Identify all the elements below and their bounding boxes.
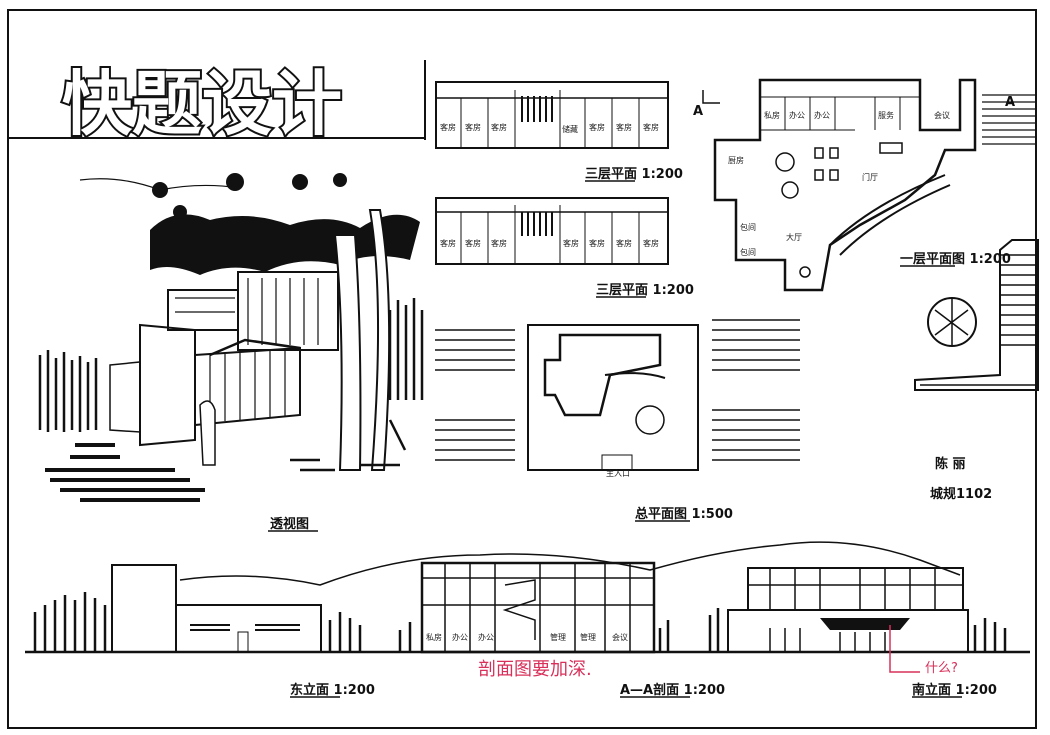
room-label: 厨房	[728, 155, 744, 165]
perspective-label: 透视图	[270, 516, 309, 532]
third-floor-plan-label: 三层平面 1:200	[585, 167, 683, 182]
east-elevation: 东立面 1:200	[33, 564, 375, 698]
red-question: 什么?	[925, 661, 958, 676]
second-floor-plan: 客房 客房 客房 客房 客房 客房 客房 三层平面 1:200	[435, 197, 694, 298]
landscape-area	[914, 239, 1039, 391]
room-label: 客房	[491, 238, 507, 248]
author-name: 陈 丽	[935, 456, 966, 472]
entrance-label: 主入口	[606, 468, 630, 478]
section-mark-left: A	[693, 104, 703, 119]
room-label: 客房	[440, 238, 456, 248]
east-elevation-label: 东立面 1:200	[290, 682, 375, 698]
room-label: 客房	[465, 238, 481, 248]
author-class: 城规1102	[930, 486, 992, 502]
second-floor-plan-label: 三层平面 1:200	[596, 283, 694, 298]
room-label: 管理	[550, 632, 566, 642]
sheet-border	[7, 9, 1037, 729]
room-label: 客房	[491, 122, 507, 132]
section-label: A—A剖面 1:200	[620, 682, 725, 698]
room-label: 会议	[934, 110, 950, 120]
site-plan-label: 总平面图 1:500	[635, 506, 733, 522]
south-elevation-label: 南立面 1:200	[912, 682, 997, 698]
room-label: 储藏	[562, 124, 578, 134]
first-floor-plan: A A 私房 办公 办公 服务 会议 厨房 包间 包间 大厅 门厅	[693, 78, 1035, 292]
red-note: 剖面图要加深.	[478, 659, 592, 680]
room-label: 客房	[643, 238, 659, 248]
room-label: 办公	[452, 632, 468, 642]
room-label: 客房	[589, 122, 605, 132]
room-label: 私房	[764, 110, 780, 120]
room-label: 客房	[643, 122, 659, 132]
room-label: 客房	[563, 238, 579, 248]
room-label: 私房	[426, 632, 442, 642]
room-label: 办公	[478, 632, 494, 642]
room-label: 大厅	[786, 232, 802, 242]
room-label: 办公	[789, 110, 805, 120]
sheet-title: 快题设计	[62, 63, 342, 145]
room-label: 客房	[440, 122, 456, 132]
first-floor-plan-label: 一层平面图 1:200	[900, 252, 1011, 267]
site-plan: 主入口 总平面图 1:500	[435, 319, 800, 522]
room-label: 客房	[589, 238, 605, 248]
room-label: 客房	[465, 122, 481, 132]
section-aa: 私房 办公 办公 管理 管理 会议 A—A剖面 1:200	[398, 561, 725, 698]
room-label: 客房	[616, 122, 632, 132]
review-annotations: 剖面图要加深. 什么?	[478, 625, 958, 680]
south-elevation: 南立面 1:200	[708, 567, 1007, 698]
room-label: 包间	[740, 222, 756, 232]
title-block: 快题设计	[60, 61, 344, 147]
author-block: 陈 丽 城规1102	[930, 456, 992, 502]
room-label: 门厅	[862, 172, 878, 182]
room-label: 客房	[616, 238, 632, 248]
perspective-drawing: 透视图	[38, 173, 424, 532]
bottom-elevations: 东立面 1:200 私房 办公 办公 管理 管理 会议	[25, 541, 1030, 698]
room-label: 包间	[740, 247, 756, 257]
room-label: 会议	[612, 632, 628, 642]
room-label: 管理	[580, 632, 596, 642]
third-floor-plan: 客房 客房 客房 储藏 客房 客房 客房 三层平面 1:200	[435, 81, 683, 182]
room-label: 办公	[814, 110, 830, 120]
room-label: 服务	[878, 110, 894, 120]
